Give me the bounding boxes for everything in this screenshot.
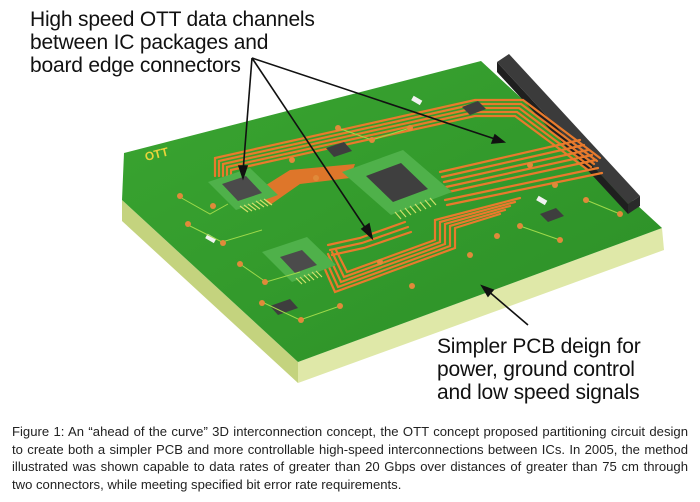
callout-bottom-line: Simpler PCB deign for xyxy=(437,335,641,358)
edge-connector-side xyxy=(628,196,640,214)
package-pins xyxy=(239,197,437,285)
callout-top-pointers xyxy=(237,57,507,241)
callout-simpler-pcb: Simpler PCB deign for power, ground cont… xyxy=(437,335,687,404)
board-front-edge xyxy=(122,200,298,383)
callout-high-speed-channels: High speed OTT data channels between IC … xyxy=(30,8,350,77)
small-components xyxy=(205,95,564,315)
high-speed-traces xyxy=(213,98,604,294)
board-right-edge xyxy=(298,228,664,383)
solder-pads xyxy=(177,125,623,323)
edge-connector-top xyxy=(497,54,640,204)
figure-caption: Figure 1: An “ahead of the curve” 3D int… xyxy=(12,424,688,492)
callout-bottom-pointer xyxy=(480,284,529,326)
callout-top-line: between IC packages and xyxy=(30,31,269,54)
callout-bottom-line: and low speed signals xyxy=(437,381,640,404)
callout-top-line: board edge connectors xyxy=(30,54,241,77)
callout-bottom-line: power, ground control xyxy=(437,358,635,381)
callout-top-line: High speed OTT data channels xyxy=(30,8,315,31)
chip-center xyxy=(366,163,428,202)
board-logo: OTT xyxy=(143,144,170,164)
edge-connector-front xyxy=(497,62,628,214)
chip-left xyxy=(222,176,262,201)
pcb-illustration: OTT xyxy=(122,54,664,383)
chip-bottom xyxy=(280,250,317,273)
